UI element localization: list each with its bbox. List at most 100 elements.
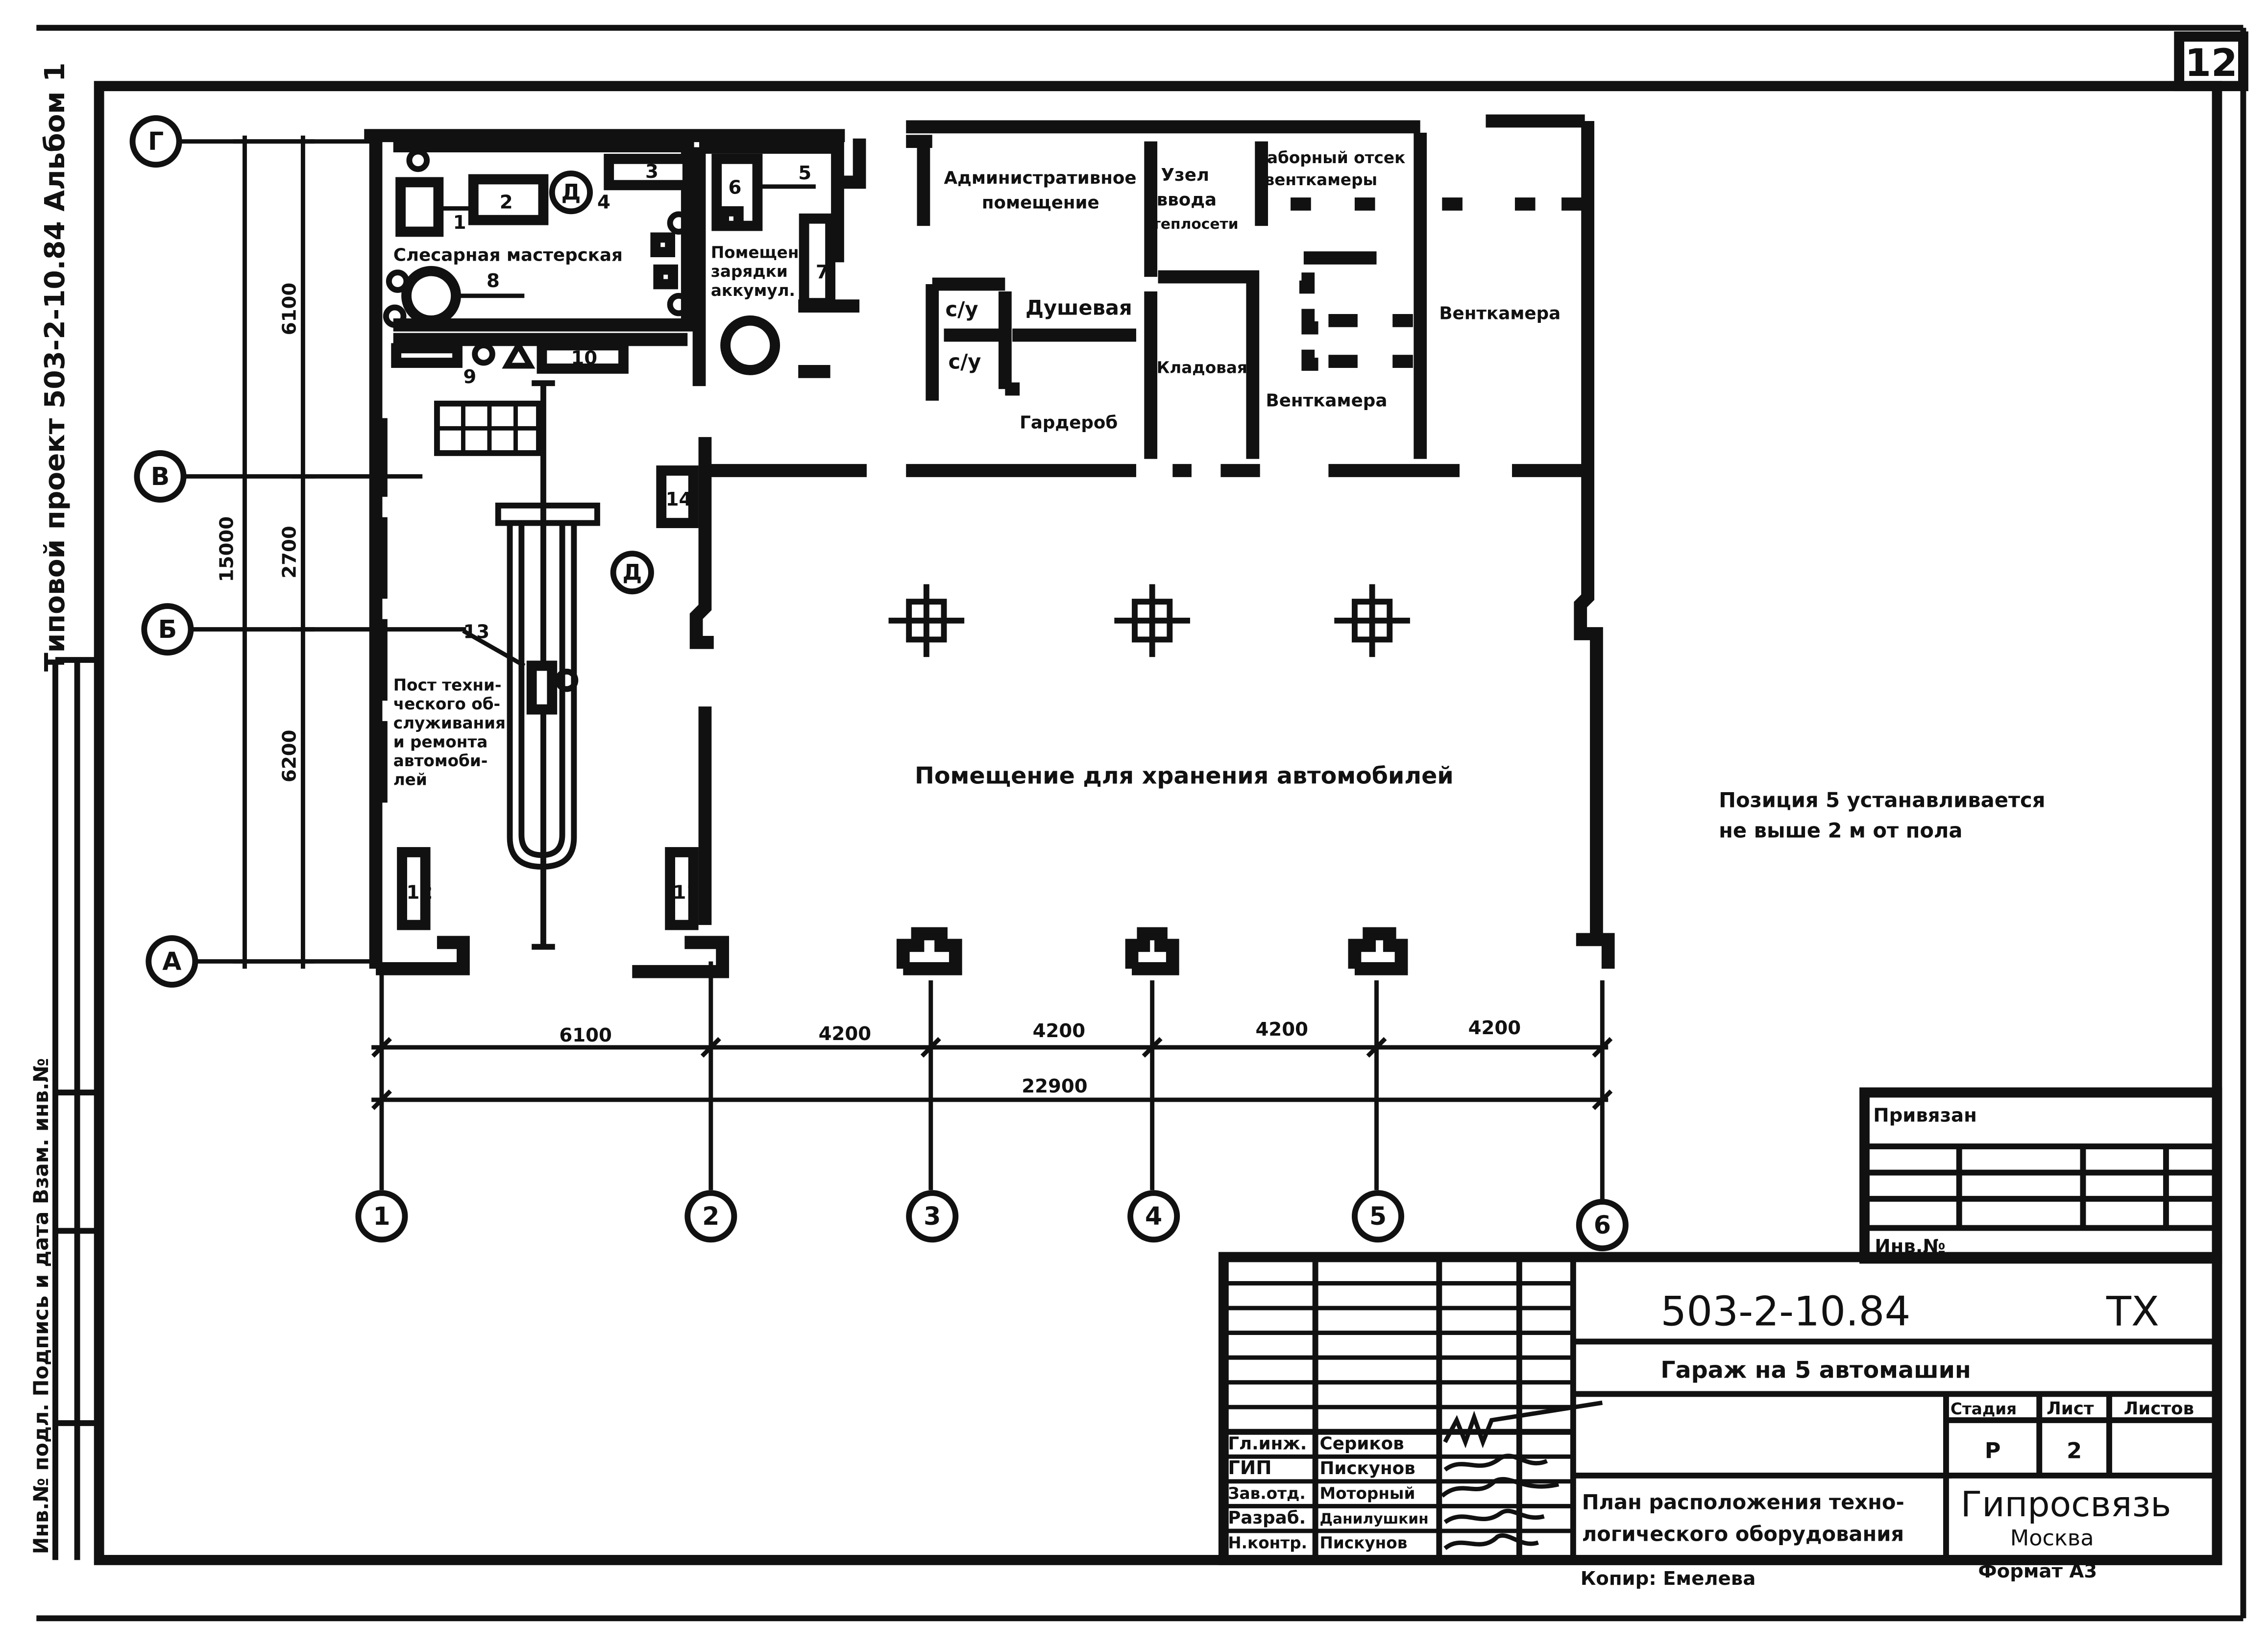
axis-bubble-b [141, 603, 194, 656]
mark-1: 1 [453, 212, 466, 234]
dim-vertical-1: 6100 [279, 283, 301, 336]
title-block: 503-2-10.84 ТХ Гараж на 5 автомашин План… [1218, 1252, 2222, 1565]
name-1: Сериков [1320, 1433, 1404, 1454]
building-walls [364, 114, 1615, 978]
axis-col-5: 5 [1369, 1202, 1387, 1231]
dim-horizontal-1: 6100 [559, 1024, 612, 1046]
mark-7: 7 [816, 261, 829, 283]
dim-horizontal-2: 4200 [819, 1023, 872, 1045]
axis-row-a: А [162, 947, 181, 976]
axis-row-g: Г [148, 127, 164, 156]
format-label: Формат А3 [1978, 1560, 2097, 1582]
room-wc-1: с/у [945, 297, 978, 321]
mark-6: 6 [729, 177, 742, 199]
name-4: Данилушкин [1320, 1510, 1429, 1528]
axis-col-4: 4 [1145, 1202, 1162, 1231]
room-battery-2: зарядки [711, 262, 788, 281]
room-intake-2: венткамеры [1265, 170, 1377, 189]
detail-marks: Д Д [549, 170, 654, 595]
sheet-number: 12 [2185, 41, 2238, 85]
axis-col-6: 6 [1594, 1211, 1611, 1239]
mark-10: 10 [571, 347, 597, 369]
sheets-header: Листов [2124, 1399, 2194, 1419]
note: Позиция 5 устанавливается не выше 2 м от… [1719, 788, 2045, 842]
doc-code: 503-2-10.84 [1660, 1288, 1910, 1335]
axis-row-b: Б [158, 615, 177, 644]
role-3: Зав.отд. [1228, 1484, 1306, 1503]
room-battery-1: Помещен. [711, 243, 805, 262]
room-admin-1: Административное [944, 168, 1137, 188]
sheet-title-2: логического оборудования [1582, 1522, 1904, 1546]
room-workshop: Слесарная мастерская [393, 245, 623, 265]
name-5: Пискунов [1320, 1534, 1408, 1552]
mark-12: 12 [406, 882, 433, 904]
room-service-5: автомоби- [393, 752, 488, 770]
room-heat-3: теплосети [1152, 216, 1239, 233]
name-2: Пискунов [1320, 1458, 1415, 1479]
note-line-2: не выше 2 м от пола [1719, 819, 1962, 843]
columns [888, 584, 1410, 975]
axis-bubble-v [134, 450, 187, 503]
org-city: Москва [2010, 1526, 2094, 1551]
room-vent-2: Венткамера [1266, 391, 1388, 411]
room-service-4: и ремонта [393, 732, 488, 751]
grid-axes: Г В Б А 1 2 3 4 5 6 [129, 115, 1629, 1252]
doc-suffix: ТХ [2106, 1288, 2159, 1335]
dim-horizontal-total: 22900 [1022, 1075, 1087, 1097]
mark-14: 14 [666, 488, 692, 510]
mark-11: 11 [673, 882, 700, 904]
stage-value: Р [1985, 1438, 2001, 1463]
bound-label: Привязан [1873, 1104, 1976, 1126]
drawing-frame [94, 81, 2222, 1565]
sheet-value: 2 [2067, 1438, 2082, 1463]
room-heat-1: Узел [1161, 165, 1210, 185]
role-5: Н.контр. [1228, 1534, 1307, 1552]
axis-col-3: 3 [924, 1202, 941, 1231]
dim-horizontal-3: 4200 [1033, 1020, 1086, 1042]
object-name: Гараж на 5 автомашин [1660, 1357, 1971, 1384]
axis-col-1: 1 [373, 1202, 390, 1231]
mark-2: 2 [500, 191, 513, 213]
role-1: Гл.инж. [1228, 1433, 1307, 1454]
sheet-title-1: План расположения техно- [1582, 1490, 1904, 1514]
dim-vertical-3: 6200 [279, 730, 301, 783]
binding-block: Привязан Инв.№ [1859, 1087, 2222, 1264]
room-storage: Помещение для хранения автомобилей [915, 763, 1454, 790]
note-line-1: Позиция 5 устанавливается [1719, 788, 2045, 812]
dim-horizontal-5: 4200 [1468, 1017, 1521, 1039]
name-3: Моторный [1320, 1484, 1415, 1503]
axis-row-v: В [151, 462, 170, 491]
room-labels: Слесарная мастерская Помещен. зарядки ак… [393, 148, 1561, 790]
detail-mark-2: Д [622, 560, 642, 585]
mark-8: 8 [487, 270, 500, 292]
room-intake-1: Заборный отсек [1256, 148, 1406, 167]
dim-vertical-total: 15000 [216, 516, 238, 582]
copied-by: Копир: Емелева [1581, 1568, 1756, 1590]
detail-mark-1: Д [561, 180, 581, 205]
vent-slots [1291, 197, 1582, 371]
org-name: Гипросвязь [1961, 1484, 2171, 1525]
stage-header: Стадия [1951, 1400, 2017, 1418]
mark-4: 4 [597, 191, 610, 213]
room-service-3: служивания [393, 714, 506, 732]
side-inventory-label: Инв.№ подл. Подпись и дата Взам. инв.№ [29, 1058, 53, 1554]
signatures [1440, 1400, 1603, 1551]
room-wc-2: с/у [948, 349, 981, 373]
sheet-header: Лист [2047, 1399, 2094, 1419]
axis-col-2: 2 [702, 1202, 719, 1231]
role-2: ГИП [1228, 1457, 1271, 1479]
dim-vertical-2: 2700 [279, 526, 301, 579]
room-service-2: ческого об- [393, 695, 500, 713]
mark-5: 5 [798, 162, 811, 184]
room-shower: Душевая [1025, 295, 1132, 319]
dimension-lines: 15000 6100 2700 6200 6100 4200 4200 4200… [216, 135, 1613, 1110]
room-vent-1: Венткамера [1439, 303, 1561, 323]
axis-bubble-a [146, 935, 198, 988]
room-wardrobe: Гардероб [1020, 412, 1118, 433]
room-admin-2: помещение [982, 193, 1099, 213]
equipment-marks: 1 2 3 4 5 6 7 8 9 10 12 13 14 11 [406, 161, 829, 904]
mark-3: 3 [645, 161, 658, 183]
mark-9: 9 [463, 366, 476, 388]
role-4: Разраб. [1228, 1508, 1306, 1528]
side-stamp: Типовой проект 503-2-10.84 Альбом 1 Инв.… [29, 63, 99, 1560]
